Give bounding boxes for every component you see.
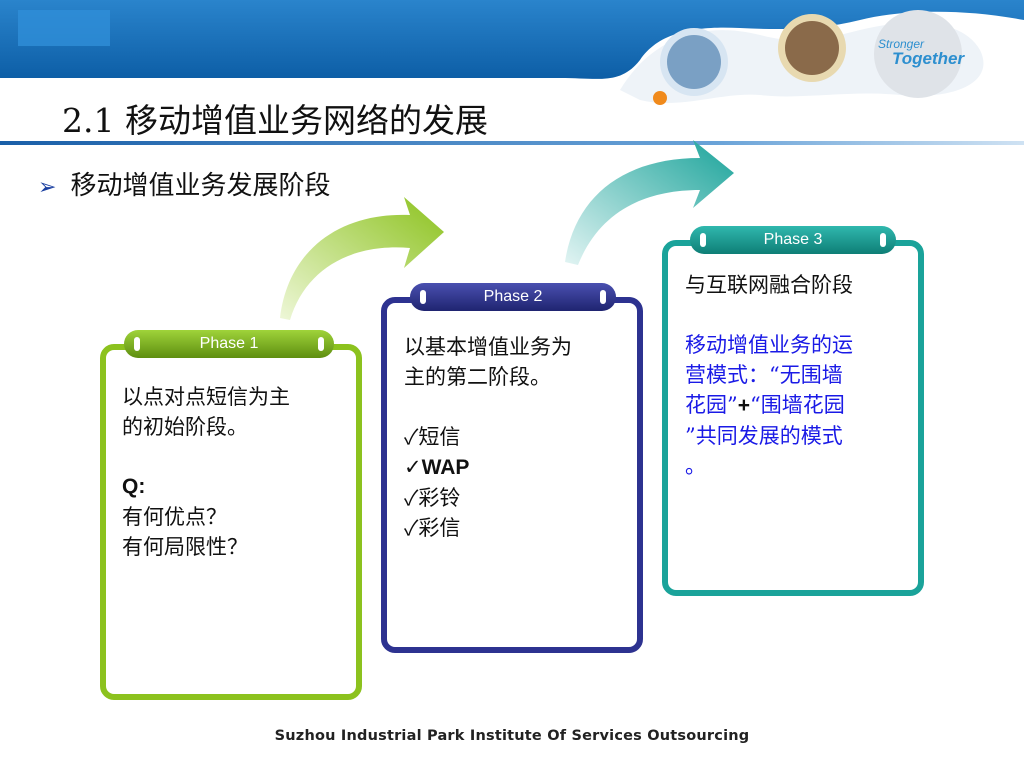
check-icon: ✓ [404, 455, 422, 479]
phase1-line: 以点对点短信为主 [122, 385, 290, 409]
page-title: 2.1 移动增值业务网络的发展 [62, 101, 488, 140]
phase3-heading: 与互联网融合阶段 [685, 273, 853, 297]
phase3-line: ”共同发展的模式 [685, 424, 843, 448]
phase1-question: 有何局限性？ [122, 535, 248, 559]
section-subtitle: ➢ 移动增值业务发展阶段 [38, 165, 330, 202]
phase2-card [381, 297, 643, 653]
phase1-q-label: Q: [122, 475, 146, 498]
phase1-content: 以点对点短信为主 的初始阶段。 Q: 有何优点？ 有何局限性？ [122, 382, 290, 562]
phase2-item: ✓彩铃 [404, 486, 461, 510]
bullet-arrow-icon: ➢ [38, 175, 57, 200]
phase2-line: 主的第二阶段。 [404, 365, 551, 389]
subtitle-text: 移动增值业务发展阶段 [70, 171, 331, 201]
slogan-logo: Stronger Together [878, 38, 964, 67]
footer-institute: Suzhou Industrial Park Institute Of Serv… [274, 728, 750, 744]
tab-knob-icon [318, 337, 324, 351]
phase2-item: ✓彩信 [404, 516, 461, 540]
phase3-line: 移动增值业务的运 [685, 333, 853, 357]
check-icon: ✓ [404, 425, 419, 449]
check-icon: ✓ [404, 486, 419, 510]
tab-knob-icon [700, 233, 706, 247]
phase3-card [662, 240, 924, 596]
phase2-line: 以基本增值业务为 [404, 335, 572, 359]
header-background [0, 0, 1024, 145]
phase1-label: Phase 1 [199, 335, 259, 352]
tab-knob-icon [600, 290, 606, 304]
phase2-item: ✓WAP [404, 455, 470, 479]
phase1-tab: Phase 1 [124, 330, 334, 358]
phase1-card [100, 344, 362, 700]
tab-knob-icon [420, 290, 426, 304]
phase3-content: 与互联网融合阶段 移动增值业务的运 营模式：“无围墙 花园”+“围墙花园 ”共同… [685, 270, 853, 481]
phase2-label: Phase 2 [483, 288, 543, 305]
phase1-line: 的初始阶段。 [122, 415, 248, 439]
slogan-line1: Stronger [878, 37, 925, 51]
phase3-tab: Phase 3 [690, 226, 896, 254]
phase1-question: 有何优点？ [122, 505, 227, 529]
phase2-item: ✓短信 [404, 425, 461, 449]
phase2-content: 以基本增值业务为 主的第二阶段。 ✓短信 ✓WAP ✓彩铃 ✓彩信 [404, 332, 572, 543]
tab-knob-icon [880, 233, 886, 247]
slogan-line2: Together [892, 49, 965, 68]
phase3-line: 营模式：“无围墙 [685, 363, 843, 387]
phase3-line: 花园”+“围墙花园 [685, 393, 845, 417]
tab-knob-icon [134, 337, 140, 351]
phase2-tab: Phase 2 [410, 283, 616, 311]
phase3-line: 。 [685, 454, 706, 478]
header-band: Stronger Together [0, 0, 1024, 150]
phase3-label: Phase 3 [763, 231, 823, 248]
check-icon: ✓ [404, 516, 419, 540]
